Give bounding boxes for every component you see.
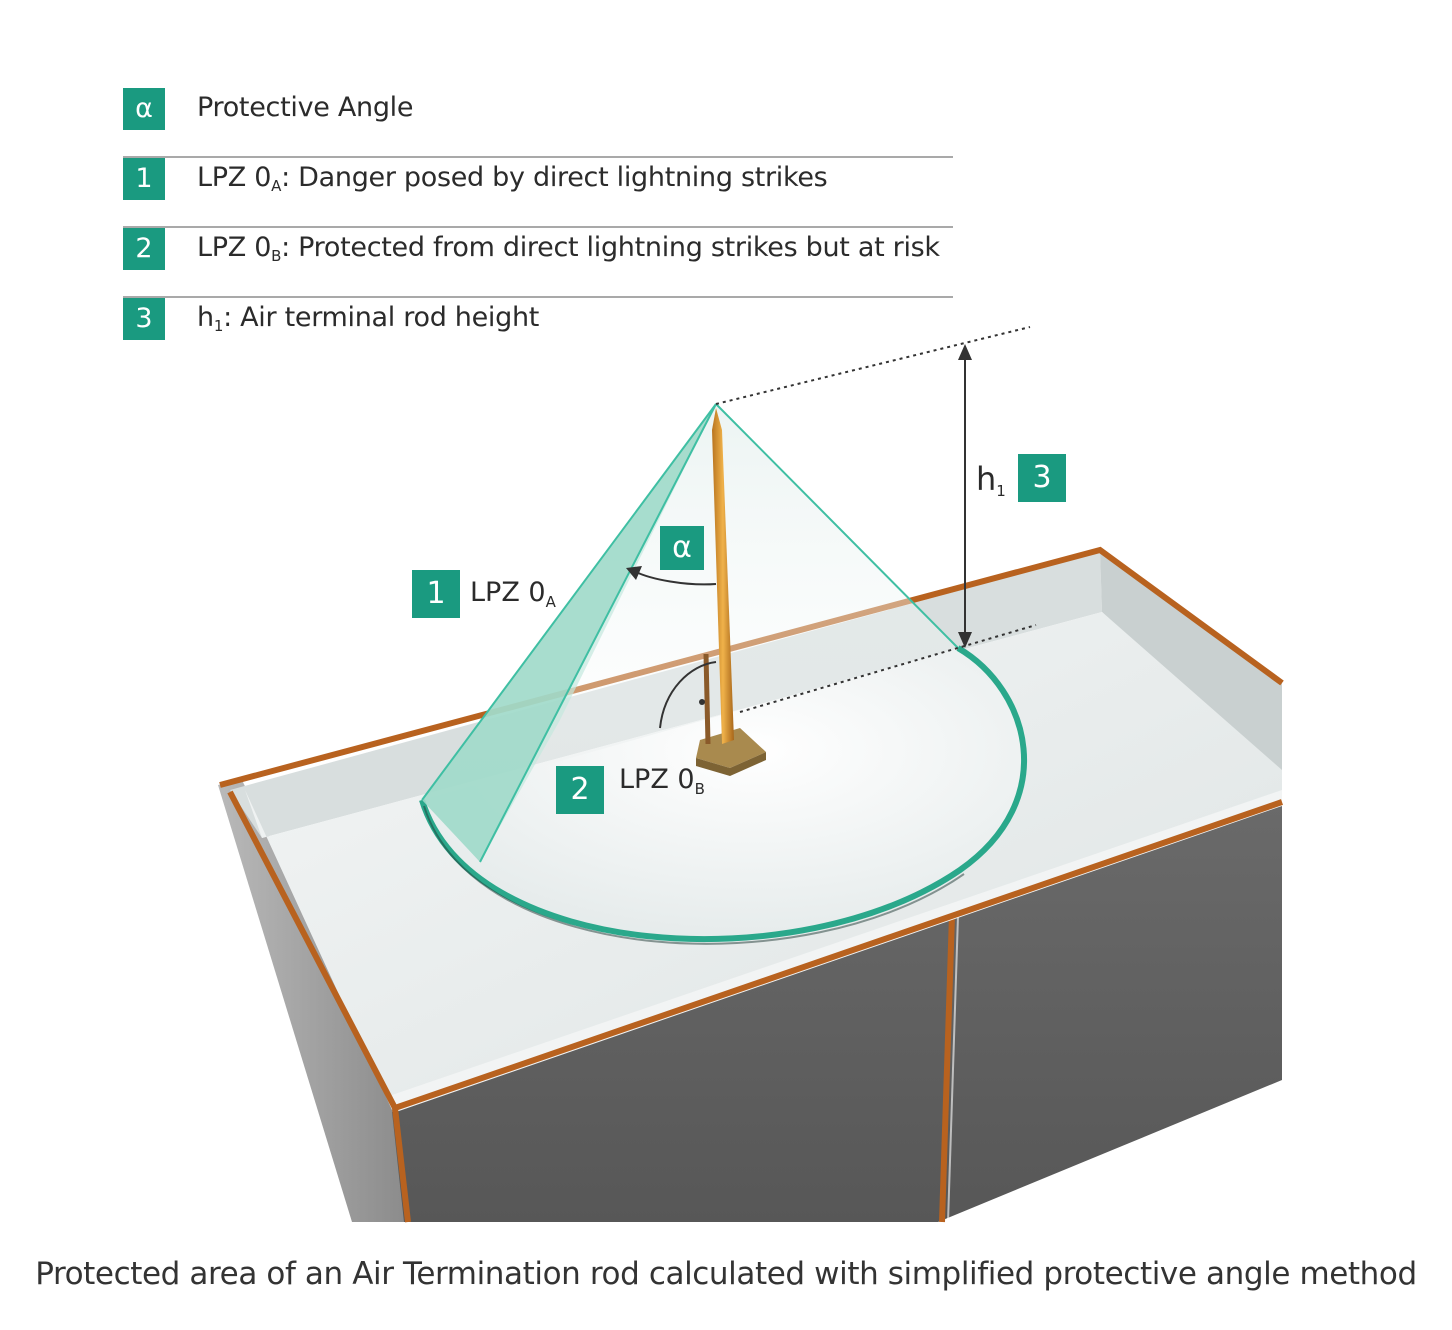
cone-section-lpz0a [422, 404, 716, 862]
legend-text: LPZ 0A: Danger posed by direct lightning… [197, 162, 828, 195]
dotted-line-base [739, 624, 1037, 713]
zone2-badge: 2 [123, 228, 165, 270]
left-wall [218, 780, 412, 1222]
legend-text: Protective Angle [197, 92, 414, 123]
rod-base [696, 728, 766, 768]
zone1-label: LPZ 0A [470, 577, 556, 611]
legend-row-2: 2 LPZ 0B: Protected from direct lightnin… [123, 228, 953, 298]
legend: α Protective Angle 1 LPZ 0A: Danger pose… [123, 88, 953, 368]
air-terminal-rod [712, 408, 734, 744]
zone1-label-badge: 1 [412, 570, 460, 618]
height-label: h1 [976, 460, 1006, 500]
alpha-label-badge: α [660, 526, 704, 570]
right-angle-arc [659, 661, 717, 729]
wall-seam [939, 914, 955, 1223]
legend-row-3: 3 h1: Air terminal rod height [123, 298, 953, 368]
right-parapet [1100, 552, 1282, 780]
legend-row-alpha: α Protective Angle [123, 88, 953, 158]
protected-circle-edge [419, 645, 1028, 943]
alpha-badge: α [123, 88, 165, 130]
dotted-line-top [715, 326, 1031, 405]
zone1-badge: 1 [123, 158, 165, 200]
height-label-badge: 3 [1018, 454, 1066, 502]
protected-disc [422, 648, 1025, 940]
legend-row-1: 1 LPZ 0A: Danger posed by direct lightni… [123, 158, 953, 228]
height-badge: 3 [123, 298, 165, 340]
front-wall [392, 800, 1282, 1222]
zone2-label: LPZ 0B [619, 764, 705, 798]
zone2-label-badge: 2 [556, 766, 604, 814]
legend-text: h1: Air terminal rod height [197, 302, 540, 335]
legend-text: LPZ 0B: Protected from direct lightning … [197, 232, 940, 265]
figure-caption: Protected area of an Air Termination rod… [35, 1256, 1417, 1292]
